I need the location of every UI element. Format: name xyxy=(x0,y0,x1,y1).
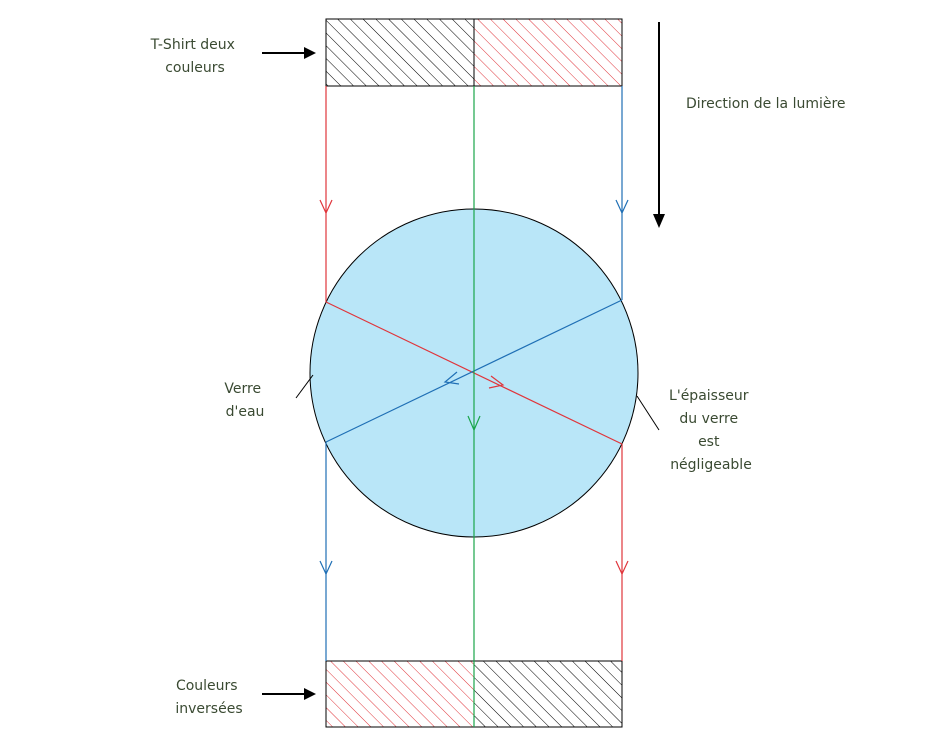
tshirt-red-half xyxy=(473,18,623,87)
tshirt-pointer-arrow-icon xyxy=(262,47,316,59)
tshirt-two-colors xyxy=(325,18,623,87)
blue-ray-center-arrow-icon xyxy=(443,371,460,385)
blue-ray-bottom-arrow-icon xyxy=(319,560,333,576)
red-ray-arrow-icon xyxy=(319,199,333,215)
blue-ray-arrow-icon xyxy=(615,199,629,215)
inverted-colors-image xyxy=(325,660,623,728)
tshirt-black-half xyxy=(325,18,475,87)
inverted-black-half xyxy=(473,660,623,728)
tshirt-label: T-Shirt deux couleurs xyxy=(150,37,240,76)
inverted-pointer-arrow-icon xyxy=(262,688,316,700)
glass-label: Verre d'eau xyxy=(224,381,265,420)
green-ray xyxy=(467,86,481,727)
light-direction-arrow-icon xyxy=(653,22,665,228)
thickness-leader-line xyxy=(636,395,660,431)
inverted-red-half xyxy=(325,660,475,728)
green-ray-arrow-icon xyxy=(467,415,481,432)
inverted-colors-label: Couleurs inversées xyxy=(175,678,242,717)
light-direction-label: Direction de la lumière xyxy=(686,96,846,112)
glass-leader-line xyxy=(295,374,314,399)
red-ray-bottom-arrow-icon xyxy=(615,560,629,576)
red-ray-center-arrow-icon xyxy=(488,375,505,389)
thickness-label: L'épaisseur du verre est négligeable xyxy=(669,388,753,473)
